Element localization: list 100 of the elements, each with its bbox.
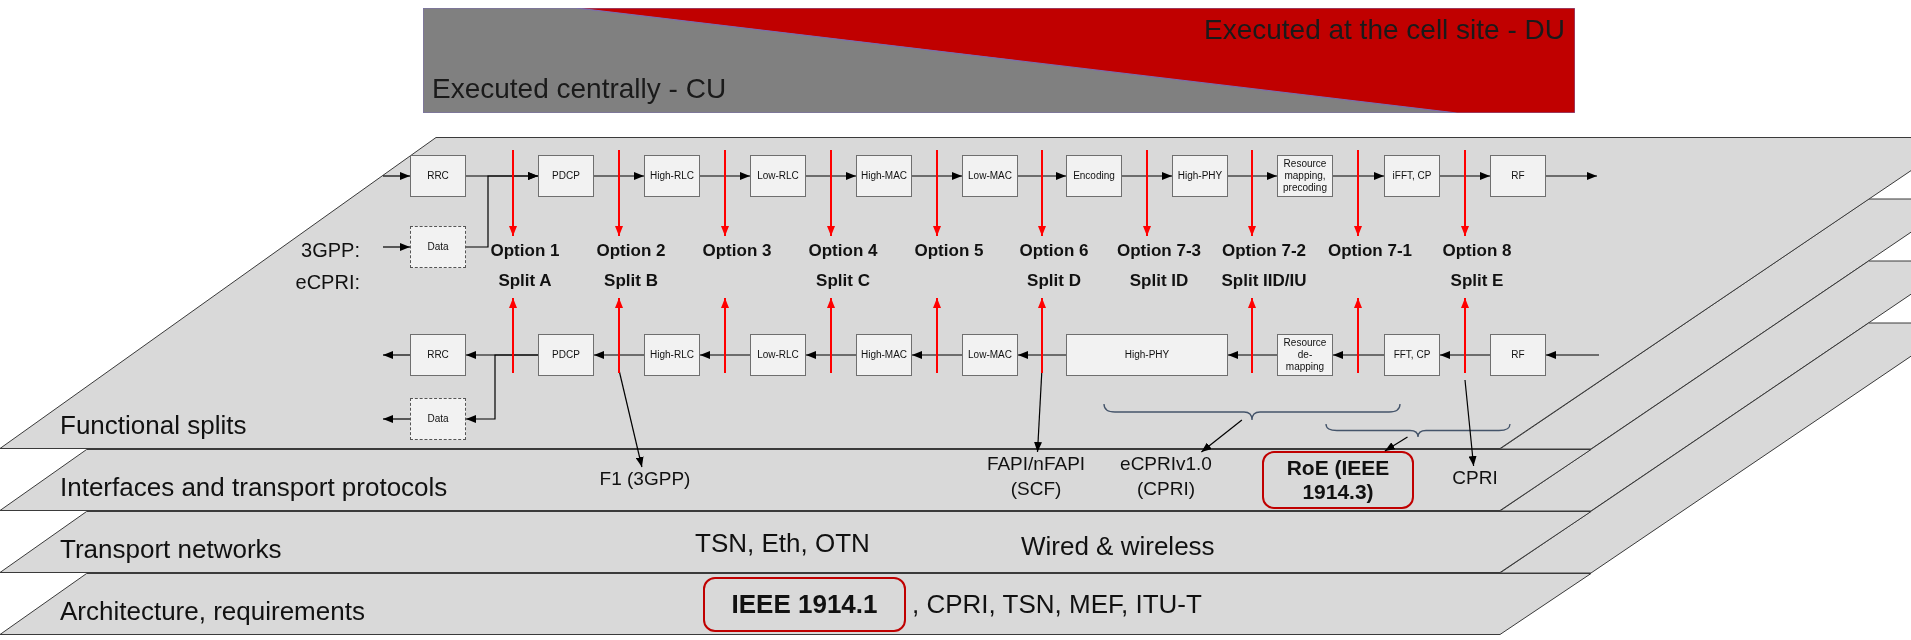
function-box: RF	[1490, 334, 1546, 376]
function-box: PDCP	[538, 334, 594, 376]
option-label: Option 7-3	[1115, 240, 1203, 262]
arrow	[911, 351, 963, 359]
arrow	[1439, 172, 1491, 180]
arrow	[911, 172, 963, 180]
function-box: Data	[410, 398, 466, 440]
arrow	[382, 415, 411, 423]
layer-plane	[0, 449, 1592, 511]
function-box: Low-RLC	[750, 334, 806, 376]
layer-title: Architecture, requirements	[60, 597, 365, 628]
arrow	[1332, 351, 1385, 359]
split-arrow	[1143, 149, 1151, 237]
arrow	[1121, 172, 1173, 180]
function-box: High-PHY	[1066, 334, 1228, 376]
function-box: iFFT, CP	[1384, 155, 1440, 197]
layer-title: Functional splits	[60, 411, 247, 442]
split-arrow	[509, 149, 517, 237]
layer-plane	[0, 511, 1592, 573]
layer-title: Interfaces and transport protocols	[60, 473, 448, 504]
function-box: Low-MAC	[962, 155, 1018, 197]
layer-plane	[0, 573, 1592, 635]
function-box: High-RLC	[644, 334, 700, 376]
layer-text: , CPRI, TSN, MEF, ITU-T	[912, 590, 1202, 621]
layer-text: TSN, Eth, OTN	[695, 529, 870, 560]
function-box: Encoding	[1066, 155, 1122, 197]
function-box: Data	[410, 226, 466, 268]
split-arrow	[1461, 297, 1469, 374]
function-box: RRC	[410, 155, 466, 197]
function-box: Low-RLC	[750, 155, 806, 197]
arrow	[1332, 172, 1385, 180]
arrow	[1439, 351, 1491, 359]
option-label: Option 3	[701, 240, 773, 262]
split-label: Split ID	[1128, 270, 1190, 292]
option-label: Option 2	[595, 240, 667, 262]
split-arrow	[1038, 297, 1046, 374]
highlighted-standard: RoE (IEEE 1914.3)	[1262, 451, 1414, 509]
arrow	[1227, 172, 1278, 180]
arrow	[382, 243, 411, 251]
option-label: Option 4	[807, 240, 879, 262]
arrow	[593, 172, 645, 180]
arrow	[382, 172, 411, 180]
split-label: Split A	[497, 270, 553, 292]
arrow	[593, 351, 645, 359]
split-arrow	[1038, 149, 1046, 237]
arrow	[699, 172, 751, 180]
row-label: 3GPP:	[301, 239, 360, 262]
function-box: Low-MAC	[962, 334, 1018, 376]
split-arrow	[615, 297, 623, 374]
interface-label: FAPI/nFAPI (SCF)	[975, 452, 1097, 508]
arrow	[465, 354, 539, 423]
split-arrow	[1354, 149, 1362, 237]
option-label: Option 6	[1018, 240, 1090, 262]
arrow	[1545, 172, 1598, 180]
arrow	[1017, 351, 1067, 359]
band-text: Executed centrally - CU	[432, 73, 727, 106]
split-arrow	[827, 149, 835, 237]
arrow	[1017, 172, 1067, 180]
option-label: Option 7-2	[1220, 240, 1308, 262]
arrow	[805, 351, 857, 359]
layer-title: Transport networks	[60, 535, 282, 566]
split-arrow	[615, 149, 623, 237]
split-arrow	[827, 297, 835, 374]
arrow	[1227, 351, 1278, 359]
curly-brace	[1325, 424, 1511, 437]
split-arrow	[1461, 149, 1469, 237]
split-arrow	[721, 149, 729, 237]
arrow	[1545, 351, 1600, 359]
split-label: Split E	[1449, 270, 1505, 292]
function-box: Resource mapping, precoding	[1277, 155, 1333, 197]
option-label: Option 8	[1441, 240, 1513, 262]
function-box: Resource de-mapping	[1277, 334, 1333, 376]
interface-label: F1 (3GPP)	[590, 467, 700, 493]
split-arrow	[933, 149, 941, 237]
interface-label: eCPRIv1.0 (CPRI)	[1104, 452, 1228, 508]
function-box: High-PHY	[1172, 155, 1228, 197]
split-arrow	[1248, 297, 1256, 374]
split-label: Split B	[603, 270, 659, 292]
function-box: RF	[1490, 155, 1546, 197]
function-box: High-MAC	[856, 334, 912, 376]
function-box: PDCP	[538, 155, 594, 197]
arrow	[1200, 419, 1243, 453]
function-box: High-MAC	[856, 155, 912, 197]
arrow	[699, 351, 751, 359]
split-label: Split IID/IU	[1220, 270, 1308, 292]
arrow	[382, 351, 411, 359]
arrow	[1464, 379, 1477, 467]
curly-brace	[1103, 404, 1401, 420]
split-label: Split C	[815, 270, 871, 292]
option-label: Option 7-1	[1326, 240, 1414, 262]
interface-label: CPRI	[1446, 466, 1504, 494]
arrow	[1384, 436, 1409, 452]
arrow	[465, 172, 539, 248]
split-arrow	[509, 297, 517, 374]
split-arrow	[1354, 297, 1362, 374]
split-label: Split D	[1026, 270, 1082, 292]
layer-text: Wired & wireless	[1021, 532, 1215, 563]
arrow	[805, 172, 857, 180]
option-label: Option 5	[913, 240, 985, 262]
function-box: RRC	[410, 334, 466, 376]
